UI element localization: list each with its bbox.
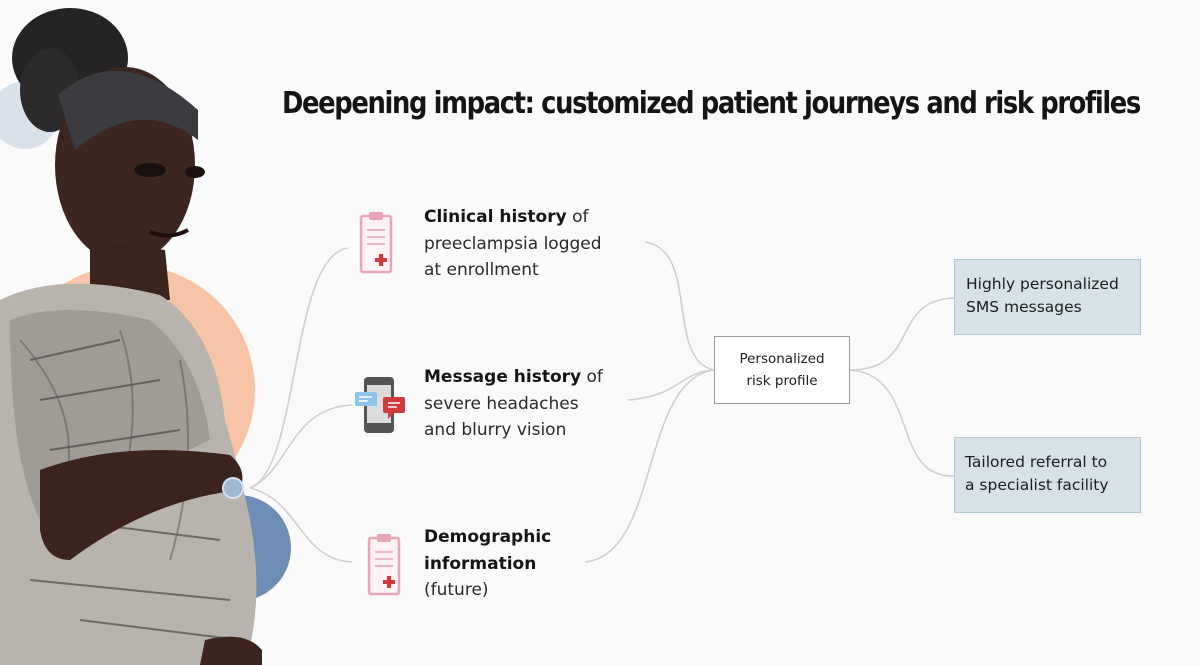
input-line2: severe headaches	[424, 393, 579, 414]
output-sms-box: Highly personalized SMS messages	[954, 259, 1141, 335]
phone-chat-icon	[355, 377, 405, 433]
input-bold-label: Message history	[424, 367, 582, 387]
input-rest: of	[566, 207, 589, 227]
risk-profile-line1: Personalized	[739, 351, 825, 367]
input-line3: at enrollment	[424, 260, 539, 280]
connector-clinical-to-risk	[644, 241, 715, 371]
output-line2: SMS messages	[966, 298, 1082, 316]
output-referral-box: Tailored referral to a specialist facili…	[954, 437, 1141, 513]
clipboard-icon	[367, 534, 401, 596]
risk-profile-box: Personalized risk profile	[714, 336, 850, 404]
output-line2: a specialist facility	[965, 476, 1109, 494]
clipboard-icon	[359, 212, 393, 274]
connector-origin-to-demographic	[249, 487, 353, 563]
input-demographic-info: Demographic information (future)	[424, 524, 551, 604]
page-title: Deepening impact: customized patient jou…	[282, 86, 1141, 121]
risk-profile-line2: risk profile	[746, 373, 818, 389]
connector-risk-to-referral	[849, 369, 955, 477]
input-line2: information	[424, 553, 537, 574]
input-bold-label: Demographic	[424, 527, 552, 547]
input-line2: preeclampsia logged	[424, 233, 602, 254]
input-clinical-history: Clinical history of preeclampsia logged …	[424, 204, 602, 284]
output-line1: Tailored referral to	[965, 453, 1108, 471]
input-message-history: Message history of severe headaches and …	[424, 364, 603, 444]
input-line3: (future)	[424, 580, 489, 600]
origin-node	[222, 477, 244, 499]
output-line1: Highly personalized	[966, 275, 1119, 293]
connector-origin-to-message	[249, 404, 353, 489]
input-rest: of	[581, 367, 603, 387]
connector-origin-to-clinical	[249, 247, 349, 489]
pregnant-woman-photo	[0, 8, 291, 665]
connector-risk-to-sms	[849, 297, 955, 371]
connector-demographic-to-risk	[584, 369, 715, 563]
input-line3: and blurry vision	[424, 420, 567, 440]
connector-message-to-risk	[627, 369, 715, 401]
input-bold-label: Clinical history	[424, 207, 567, 227]
